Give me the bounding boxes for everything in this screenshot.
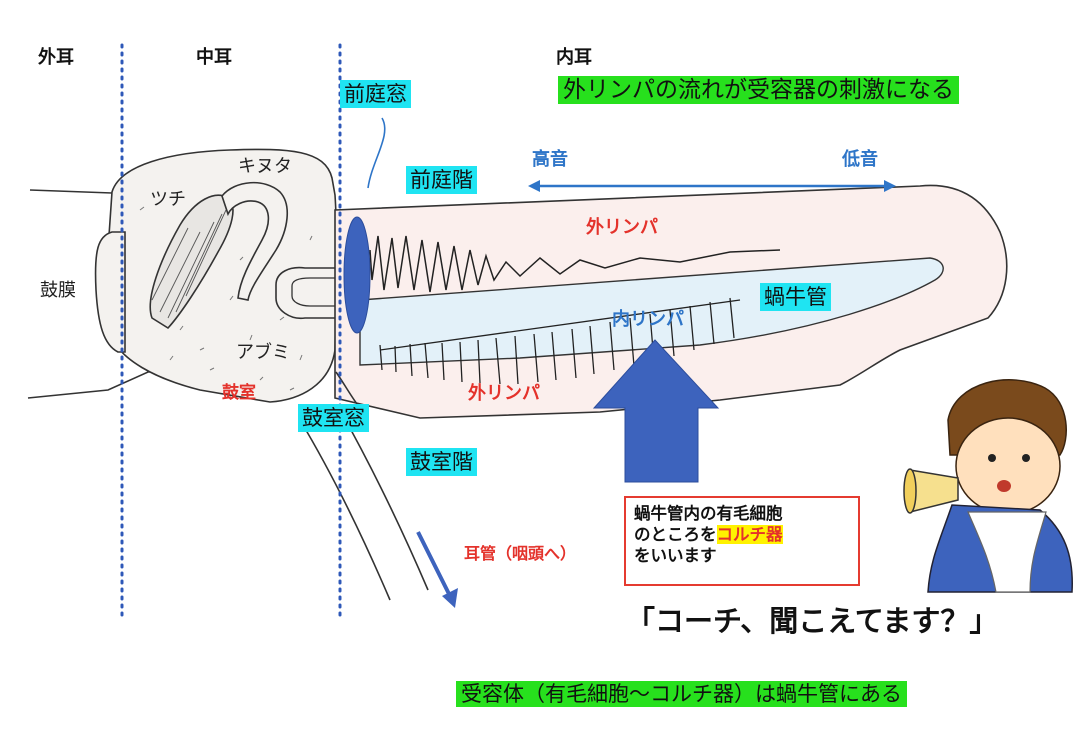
section-middle-ear: 中耳 [196, 47, 232, 68]
callout-line-2-prefix: のところを [634, 525, 717, 545]
oval-window-pointer [367, 117, 386, 189]
kid-mouth [997, 480, 1011, 492]
callout-line-1: 蝸牛管内の有毛細胞 [634, 504, 783, 523]
perilymph-upper-label: 外リンパ [586, 217, 658, 238]
pitch-arrow-left-head [528, 180, 540, 192]
kid-with-megaphone-illustration [903, 379, 1073, 593]
perilymph-wave [369, 235, 781, 293]
cochlear-duct-label: 蝸牛管 [760, 283, 831, 312]
organ-of-corti-callout: 蝸牛管内の有毛細胞 のところをコルチ器 をいいます [624, 496, 860, 586]
kid-eye-right [1022, 454, 1030, 462]
malleus-hatching [151, 209, 227, 319]
kid-eye-left [988, 454, 996, 462]
stapes-label: アブミ [236, 342, 290, 363]
low-pitch-label: 低音 [842, 149, 878, 170]
basilar-membrane-ticks [379, 297, 741, 385]
eustachian-tube-label: 耳管（咽頭へ） [464, 544, 577, 563]
callout-line-2: のところをコルチ器 [634, 524, 850, 545]
ear-canal-top-line [29, 189, 113, 194]
round-window-label: 鼓室窓 [298, 404, 369, 433]
kid-towel [967, 511, 1047, 593]
oval-window-membrane [343, 216, 371, 334]
corti-pointer-arrow [592, 339, 720, 483]
scala-vestibuli-label: 前庭階 [406, 166, 477, 195]
section-outer-ear: 外耳 [38, 47, 74, 68]
eustachian-arrow [416, 531, 454, 601]
eardrum-label: 鼓膜 [40, 280, 76, 301]
kid-face [955, 417, 1061, 515]
eustachian-arrow-head [442, 588, 458, 608]
malleus-label: ツチ [150, 189, 186, 210]
scala-tympani-label: 鼓室階 [406, 448, 477, 477]
oval-window-label: 前庭窓 [340, 80, 411, 109]
callout-line-3: をいいます [634, 546, 717, 566]
eustachian-tube-shape [299, 409, 429, 601]
perilymph-lower-label: 外リンパ [468, 383, 540, 404]
megaphone-mouth [903, 468, 917, 514]
eardrum-shape [94, 231, 126, 353]
section-inner-ear: 内耳 [556, 47, 592, 68]
pitch-arrow-right-head [884, 180, 896, 192]
megaphone [909, 469, 959, 513]
tympanic-cavity-label: 鼓室 [222, 383, 256, 403]
headline: 外リンパの流れが受容器の刺激になる [558, 76, 959, 105]
high-pitch-label: 高音 [532, 149, 568, 170]
endolymph-label: 内リンパ [612, 309, 684, 330]
incus-label: キヌタ [238, 156, 292, 177]
callout-highlight-corti: コルチ器 [716, 525, 783, 545]
incus-shape [221, 181, 289, 301]
footer-note: 受容体（有毛細胞〜コルチ器）は蝸牛管にある [456, 681, 907, 708]
speech-caption: 「コーチ、聞こえてます？」 [626, 604, 999, 638]
